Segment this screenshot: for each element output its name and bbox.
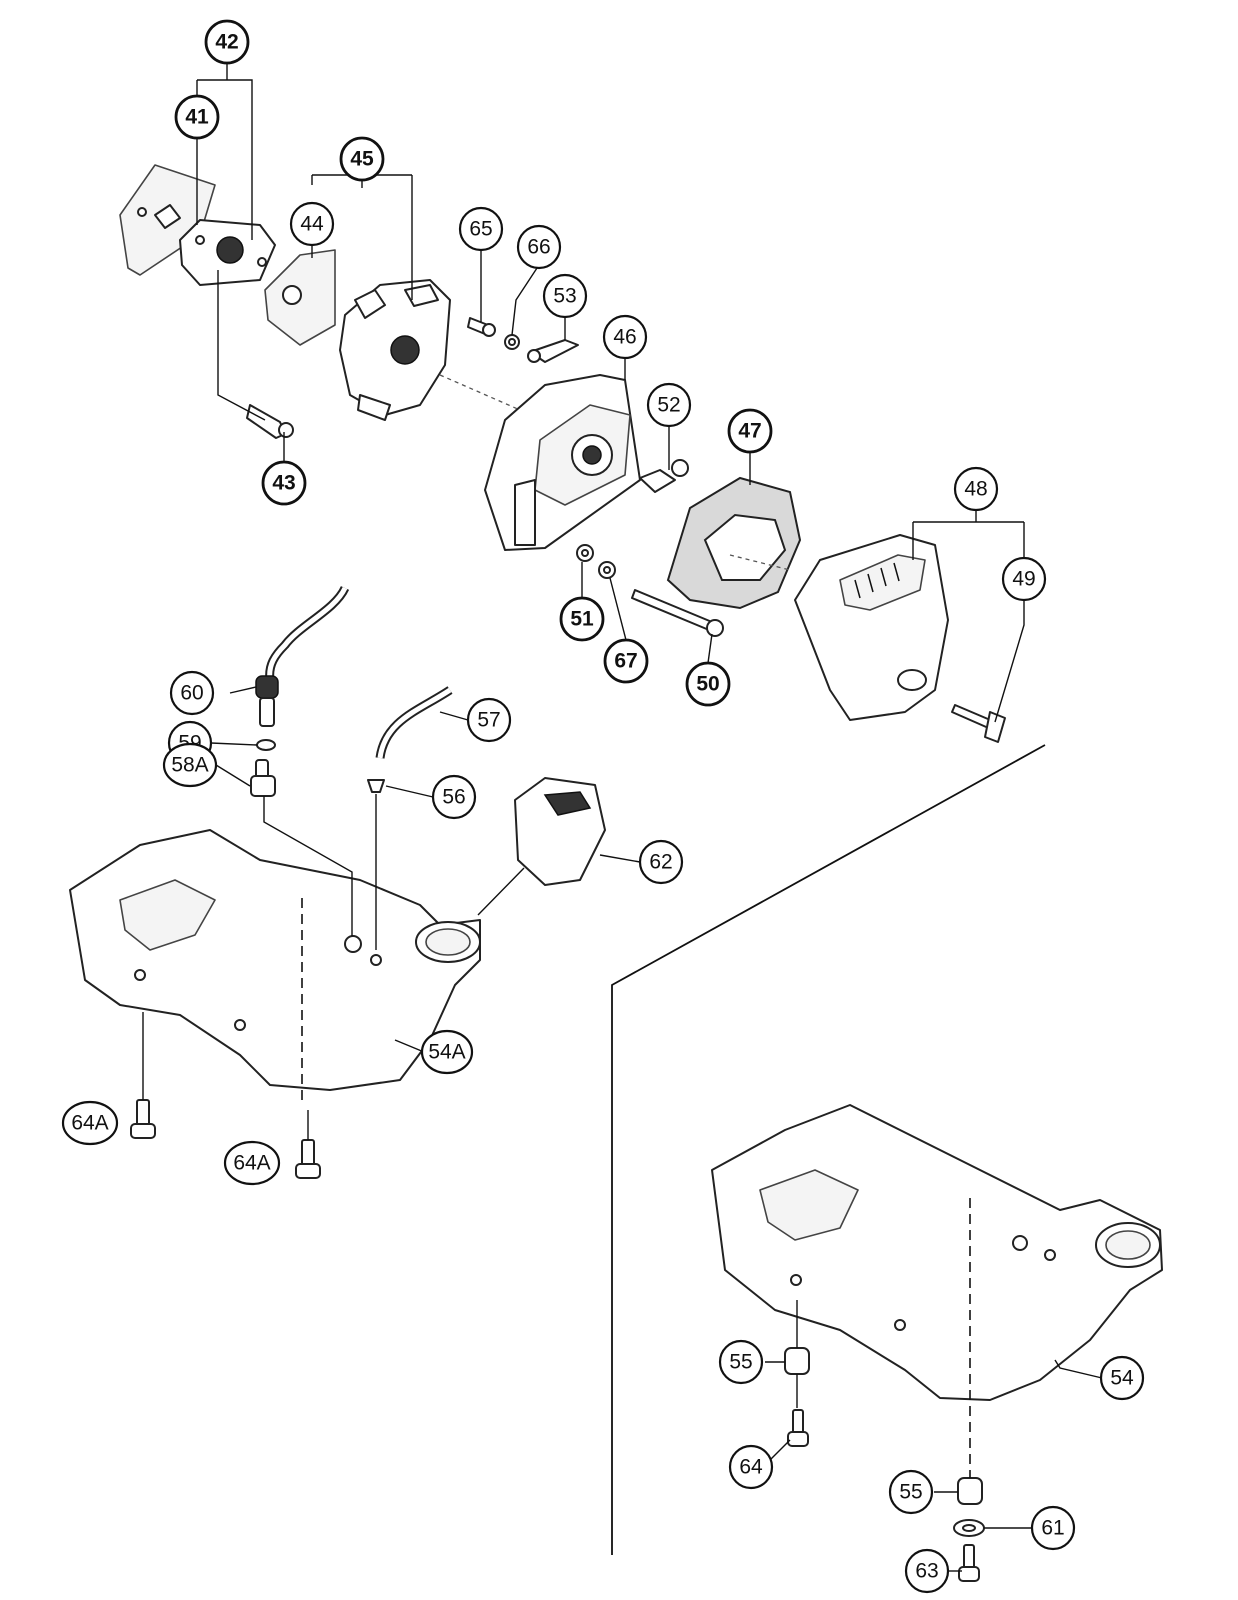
svg-text:41: 41 <box>185 106 209 129</box>
fuel-tank-54 <box>711 1104 1163 1401</box>
callout-60: 60 <box>169 670 215 716</box>
fuel-tank-54a <box>69 829 481 1091</box>
callout-42: 42 <box>204 19 250 65</box>
svg-text:43: 43 <box>272 472 295 495</box>
carburetor-45 <box>339 279 451 421</box>
callout-55-left: 55 <box>718 1339 764 1385</box>
svg-text:46: 46 <box>613 326 636 349</box>
svg-text:64: 64 <box>739 1456 763 1479</box>
foam-element-47 <box>666 476 802 610</box>
callout-67: 67 <box>603 638 649 684</box>
callout-64a-right: 64A <box>223 1140 281 1186</box>
svg-text:64A: 64A <box>233 1152 270 1175</box>
fuel-line-upper <box>265 585 350 681</box>
gasket-44 <box>264 249 336 346</box>
svg-text:62: 62 <box>649 851 672 874</box>
svg-text:51: 51 <box>570 608 594 631</box>
callout-45: 45 <box>339 136 385 182</box>
svg-text:49: 49 <box>1012 568 1035 591</box>
svg-text:55: 55 <box>729 1351 752 1374</box>
choke-plate-52 <box>639 459 689 493</box>
fuel-cap-62 <box>514 777 606 886</box>
inset-border <box>611 744 1046 1555</box>
callout-52: 52 <box>646 382 692 428</box>
nut-67 <box>598 561 616 579</box>
svg-text:47: 47 <box>738 420 761 443</box>
svg-text:60: 60 <box>180 682 203 705</box>
callout-64: 64 <box>728 1444 774 1490</box>
bolt-50 <box>631 589 724 637</box>
callout-47: 47 <box>727 408 773 454</box>
callout-54: 54 <box>1099 1355 1145 1401</box>
svg-text:44: 44 <box>300 213 324 236</box>
callout-55-right: 55 <box>888 1469 934 1515</box>
svg-text:56: 56 <box>442 786 465 809</box>
washer-66 <box>504 334 520 350</box>
callout-49: 49 <box>1001 556 1047 602</box>
callout-41: 41 <box>174 94 220 140</box>
callout-57: 57 <box>466 697 512 743</box>
washer-61 <box>953 1519 985 1537</box>
rubber-foot-55-right <box>957 1477 983 1505</box>
svg-text:63: 63 <box>915 1560 938 1583</box>
svg-text:54: 54 <box>1110 1367 1134 1390</box>
svg-text:67: 67 <box>614 650 637 673</box>
vent-valve-56 <box>367 779 385 793</box>
svg-text:48: 48 <box>964 478 987 501</box>
svg-text:54A: 54A <box>428 1041 465 1064</box>
bolt-64 <box>787 1409 809 1447</box>
bolt-64a-left <box>130 1099 156 1139</box>
svg-text:52: 52 <box>657 394 680 417</box>
callout-43: 43 <box>261 460 307 506</box>
callout-63: 63 <box>904 1548 950 1594</box>
nut-51 <box>576 544 594 562</box>
callout-44: 44 <box>289 201 335 247</box>
svg-text:42: 42 <box>215 31 238 54</box>
svg-text:65: 65 <box>469 218 492 241</box>
svg-text:50: 50 <box>696 673 719 696</box>
air-cleaner-cover-48 <box>794 534 949 721</box>
fuel-line-57 <box>375 686 453 759</box>
grommet-58a <box>250 759 276 797</box>
svg-text:64A: 64A <box>71 1112 108 1135</box>
air-cleaner-case-46 <box>484 374 641 551</box>
callout-56: 56 <box>431 774 477 820</box>
screw-65 <box>467 317 496 337</box>
svg-text:57: 57 <box>477 709 500 732</box>
svg-text:58A: 58A <box>171 754 208 777</box>
clip-59 <box>256 739 276 751</box>
callout-54a: 54A <box>420 1029 474 1075</box>
bolt-64a-right <box>295 1139 321 1179</box>
callout-66: 66 <box>516 224 562 270</box>
bolt-63 <box>958 1544 980 1582</box>
callout-62: 62 <box>638 839 684 885</box>
insulator-42 <box>179 219 276 286</box>
callout-64a-left: 64A <box>61 1100 119 1146</box>
svg-text:61: 61 <box>1041 1517 1064 1540</box>
callout-51: 51 <box>559 596 605 642</box>
callout-58a: 58A <box>162 742 218 788</box>
callout-61: 61 <box>1030 1505 1076 1551</box>
svg-text:45: 45 <box>350 148 374 171</box>
rubber-foot-55-left <box>784 1347 810 1375</box>
callout-48: 48 <box>953 466 999 512</box>
callout-53: 53 <box>542 273 588 319</box>
callout-46: 46 <box>602 314 648 360</box>
knob-bolt-49 <box>951 704 1006 743</box>
screw-43 <box>246 404 294 439</box>
fuel-filter-60 <box>255 675 279 727</box>
callout-65: 65 <box>458 206 504 252</box>
callout-50: 50 <box>685 661 731 707</box>
svg-text:53: 53 <box>553 285 576 308</box>
svg-text:66: 66 <box>527 236 550 259</box>
lever-53 <box>527 339 579 363</box>
svg-text:55: 55 <box>899 1481 922 1504</box>
